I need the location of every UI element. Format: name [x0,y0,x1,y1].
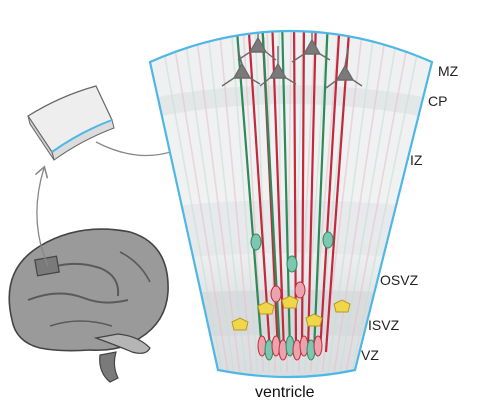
brain-illustration [8,228,169,383]
radial-fiber [312,31,330,353]
background-fiber [230,31,259,373]
background-fiber [183,31,235,373]
sample-region-marker [34,255,60,277]
background-fiber [339,31,399,373]
zone-label-cp: CP [428,93,448,109]
fiber-endfoot [258,17,266,22]
ventricle-label: ventricle [255,384,315,401]
fiber-endfoot [268,17,276,22]
fiber-endfoot [258,17,266,22]
arrow-brain-to-block [37,168,49,267]
background-fiber [327,31,376,373]
radial-fiber [292,31,298,353]
zone-label-vz: VZ [361,347,379,363]
background-fiber [333,31,388,373]
intermediate-progenitors [231,295,351,331]
background-fiber [351,31,423,373]
ventricular-zone-cells [257,335,323,361]
fiber-endfoot [300,17,308,22]
pyramidal-neurons [221,31,363,89]
radial-fiber [306,31,318,353]
fiber-endfoot [346,17,354,22]
fiber-endfoot [324,17,332,22]
neuron-soma [270,285,282,303]
fiber-endfoot [290,17,298,22]
neuron-soma [250,233,262,251]
tissue-block-icon [27,85,115,161]
vz-cell [313,335,323,357]
radial-fiber [246,31,272,353]
background-fiber [171,31,229,373]
background-fiber [218,31,253,373]
background-fiber [286,31,292,373]
zone-label-iz: IZ [410,152,423,168]
background-fiber [159,31,223,373]
fiber-endfoot [312,17,320,22]
radial-fiber [318,31,342,353]
fiber-endfoot [232,17,240,22]
background-fiber [194,31,241,373]
background-fiber [345,31,411,373]
zone-label-osvz: OSVZ [380,272,419,288]
fiber-endfoot [244,17,252,22]
background-fiber [278,31,282,373]
background-fiber [292,31,304,373]
fiber-endfoot [336,17,344,22]
cortical-section [148,17,434,379]
background-fiber [206,31,247,373]
neuron-soma [322,231,334,249]
neuron-soma [286,255,298,273]
zone-label-isvz: ISVZ [368,317,400,333]
fiber-endfoot [278,17,286,22]
neuron-soma [294,281,306,299]
migrating-neuron-bodies [250,231,334,303]
zone-label-mz: MZ [438,63,459,79]
section-outline [148,29,434,379]
